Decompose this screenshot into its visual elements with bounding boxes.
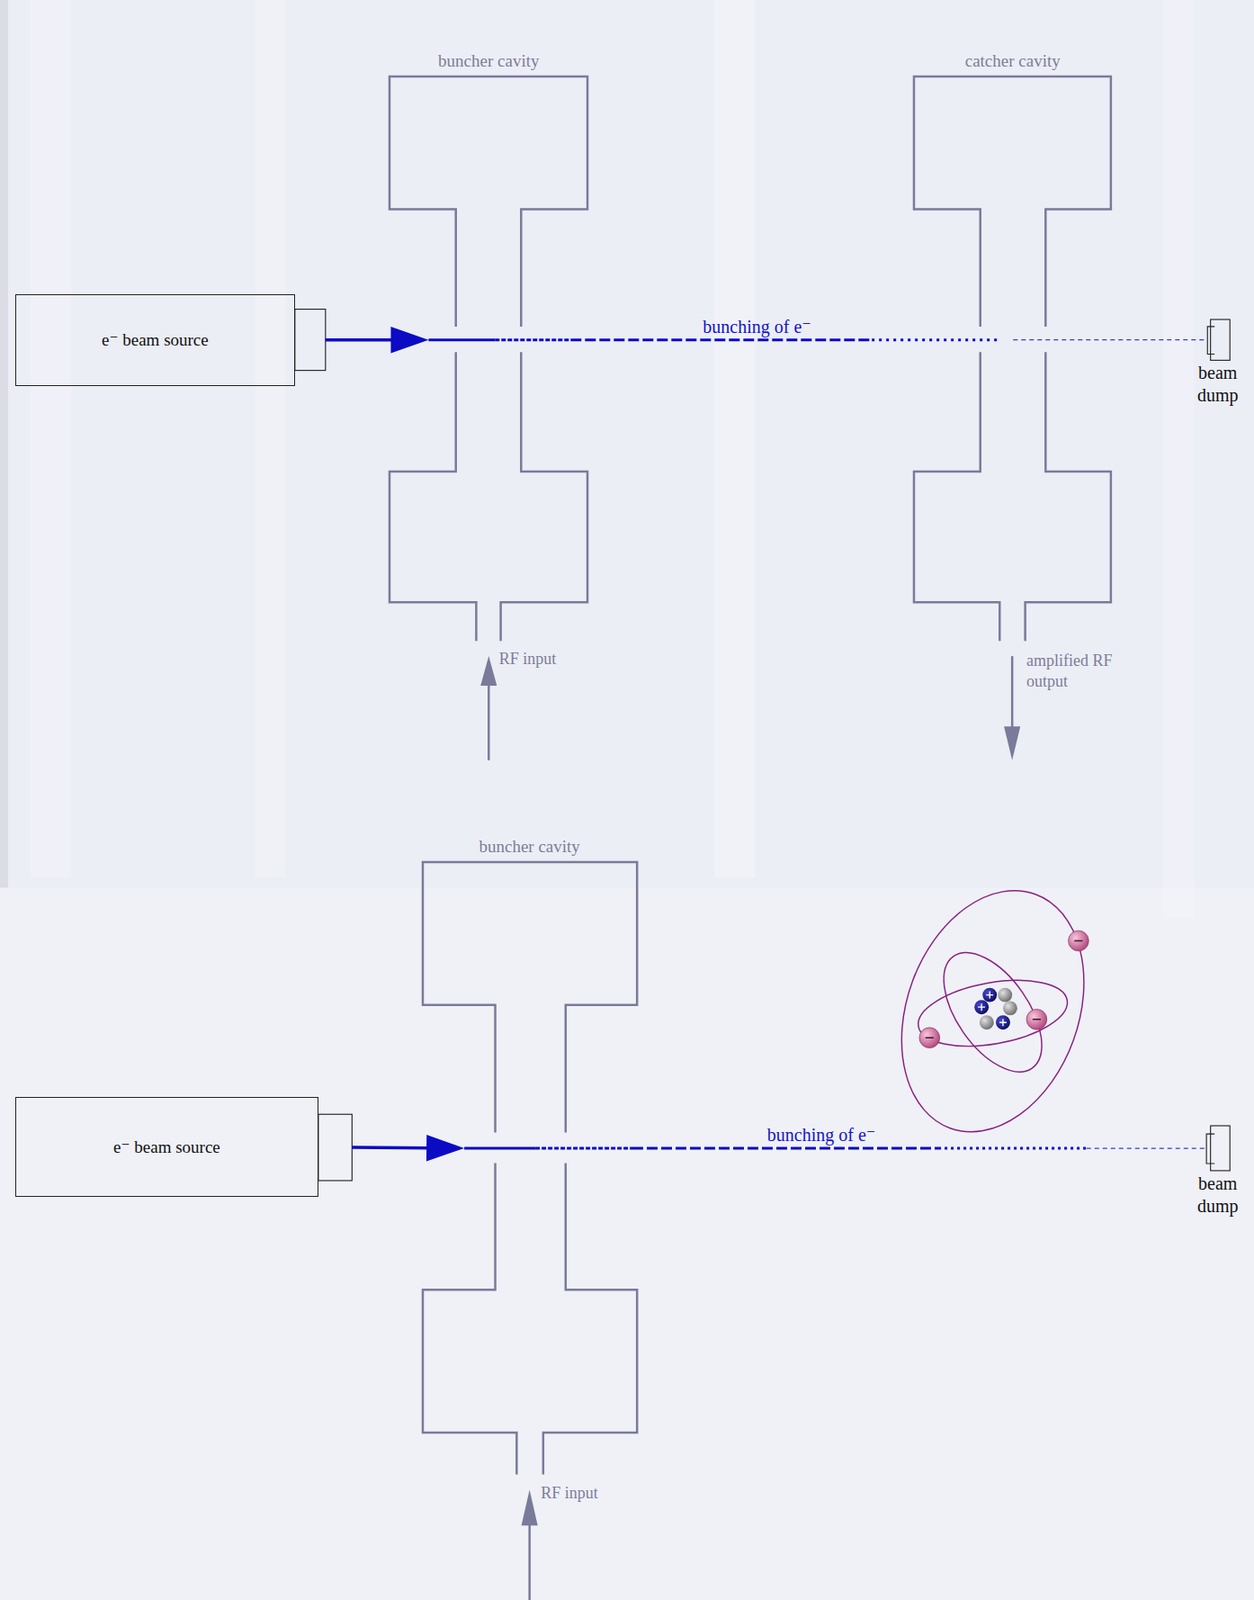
cavity-label: buncher cavity (389, 51, 588, 72)
neutron (1003, 1000, 1018, 1015)
arrow-head (426, 1134, 465, 1161)
electron-beam (464, 1147, 1205, 1149)
rf-arrow-head (480, 655, 497, 686)
cavity: catcher cavity (913, 76, 1111, 641)
beam-segment (1012, 339, 1205, 341)
beam-segment (325, 338, 394, 342)
edge-strip (0, 0, 9, 888)
beam-segment (351, 1145, 429, 1149)
cavity-outline (389, 76, 588, 641)
beam-segment (464, 1146, 536, 1150)
bg-column (714, 0, 755, 878)
dump-bracket (1206, 1133, 1215, 1164)
source-box: e⁻ beam source (15, 294, 296, 386)
cavity: buncher cavity (389, 76, 588, 641)
arrow-head (390, 326, 429, 353)
cavity-label: buncher cavity (422, 836, 637, 857)
port-label: RF input (540, 1482, 599, 1504)
cavity-wall (913, 76, 1111, 641)
cavity-wall (389, 76, 588, 641)
orbit (924, 935, 1062, 1089)
cavity-outline (913, 76, 1111, 641)
bg-column (30, 0, 72, 878)
dump-outline (1205, 319, 1231, 360)
rf-arrow-shaft (1011, 655, 1013, 729)
rf-arrow-shaft (487, 683, 490, 761)
electron-beam (428, 339, 997, 341)
dump-label: beam dump (1191, 1172, 1246, 1218)
source-box: e⁻ beam source (15, 1096, 319, 1197)
minus-sign (925, 940, 1084, 1038)
rf-arrow-head (521, 1489, 538, 1526)
orbit (913, 969, 1073, 1057)
port-label: amplified RF output (1026, 650, 1139, 693)
beam-dump: beam dump (1205, 1125, 1231, 1171)
rf-arrow-shaft (528, 1522, 530, 1600)
electron-beam (351, 1134, 465, 1161)
neutron (997, 987, 1013, 1003)
rf-arrow-head (1003, 725, 1021, 760)
cavity-outline (422, 861, 637, 1475)
cavity: buncher cavity (422, 861, 637, 1475)
dump-label: beam dump (1191, 361, 1246, 407)
beam-segment (494, 338, 571, 341)
beam-segment (570, 338, 872, 341)
beam-label: bunching of e⁻ (767, 1123, 877, 1146)
dump-outline (1205, 1125, 1231, 1171)
beam-label: bunching of e⁻ (702, 315, 812, 338)
bg-lower (0, 887, 1254, 1600)
neutron (979, 1014, 995, 1030)
beam-segment (871, 338, 997, 341)
beam-dump: beam dump (1205, 319, 1231, 360)
port-label: RF input (499, 648, 557, 670)
beam-segment (1086, 1146, 1206, 1148)
orbit (869, 864, 1117, 1157)
gun-nozzle (295, 309, 326, 371)
beam-segment (535, 1146, 633, 1150)
beam-segment (938, 1146, 1087, 1150)
beam-segment (632, 1146, 939, 1150)
bg-column (255, 0, 287, 878)
source-label: e⁻ beam source (113, 1136, 221, 1157)
dump-bracket (1207, 326, 1215, 355)
electron-beam (325, 326, 430, 353)
source-label: e⁻ beam source (101, 329, 209, 350)
cavity-label: catcher cavity (913, 51, 1111, 72)
cavity-wall (422, 861, 637, 1475)
atom-illustration (869, 864, 1117, 1157)
gun-nozzle (318, 1113, 352, 1181)
beam-segment (428, 338, 495, 341)
electron-beam (1012, 339, 1205, 341)
plus-sign (977, 991, 1007, 1027)
bg-column (1163, 0, 1194, 919)
